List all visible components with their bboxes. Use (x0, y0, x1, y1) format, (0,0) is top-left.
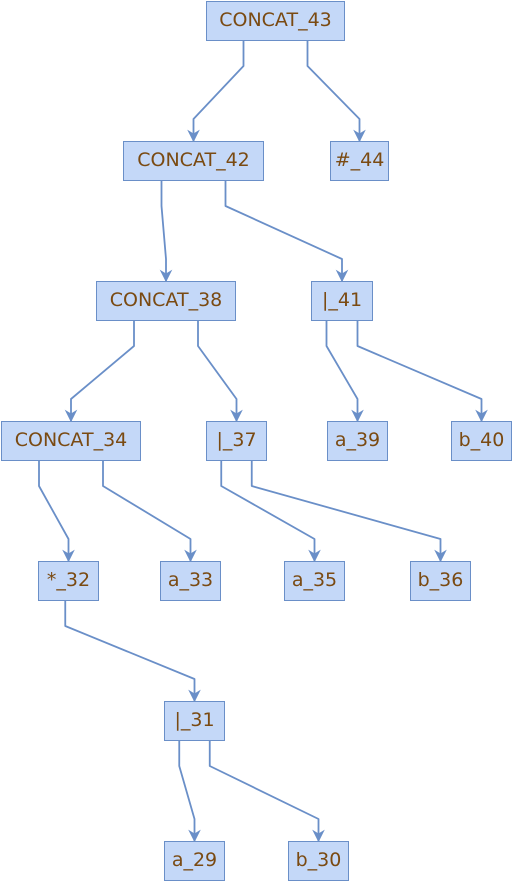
node-or-41: |_41 (311, 281, 373, 321)
node-concat-34: CONCAT_34 (1, 421, 141, 461)
edge-concat34-star32 (38, 461, 75, 563)
edge-concat34-a33 (102, 461, 197, 563)
edge-star32-or31 (64, 601, 201, 703)
node-b-40: b_40 (451, 421, 512, 461)
node-concat-38: CONCAT_38 (96, 281, 236, 321)
edge-or37-b36 (250, 461, 447, 563)
edge-or31-a29 (178, 741, 201, 843)
node-b-30: b_30 (288, 841, 349, 881)
edge-concat43-hash44 (306, 41, 366, 143)
node-concat-42: CONCAT_42 (123, 141, 264, 181)
node-a-39: a_39 (327, 421, 388, 461)
node-star-32: *_32 (38, 561, 99, 601)
node-a-29: a_29 (164, 841, 225, 881)
node-b-36: b_36 (410, 561, 471, 601)
node-or-31: |_31 (164, 701, 225, 741)
edge-concat38-or37 (197, 321, 243, 423)
edge-concat38-concat34 (64, 321, 135, 423)
edge-or41-b40 (356, 321, 488, 423)
node-a-33: a_33 (160, 561, 221, 601)
edge-or31-b30 (208, 741, 325, 843)
node-concat-43: CONCAT_43 (206, 1, 345, 41)
node-hash-44: #_44 (330, 141, 389, 181)
edge-concat43-concat42 (187, 41, 245, 143)
node-or-37: |_37 (206, 421, 267, 461)
node-a-35: a_35 (284, 561, 345, 601)
edge-concat42-concat38 (159, 181, 173, 283)
edge-or41-a39 (325, 321, 364, 423)
edge-concat42-or41 (224, 181, 349, 283)
edge-or37-a35 (220, 461, 321, 563)
